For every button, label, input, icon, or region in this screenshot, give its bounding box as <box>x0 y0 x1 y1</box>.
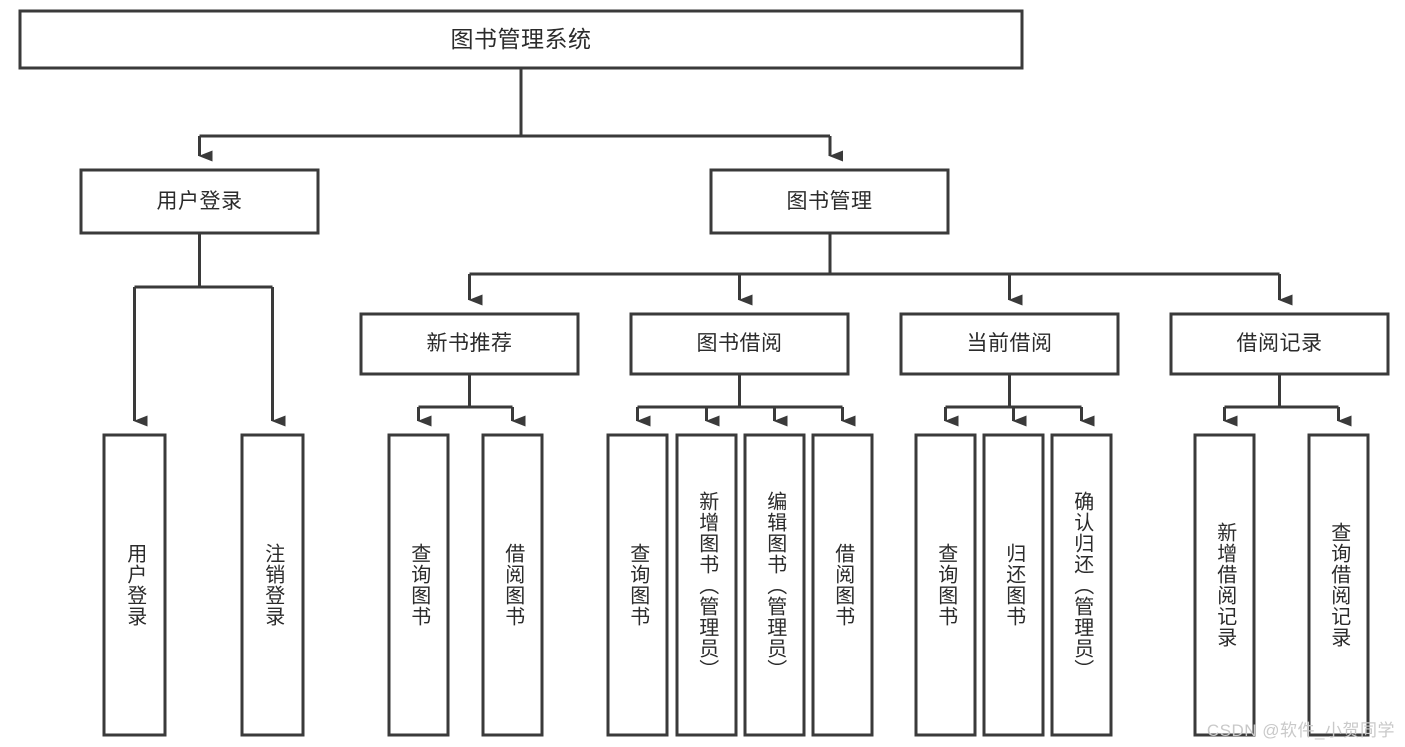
node-box-user-login[interactable] <box>79 168 320 235</box>
node-box-leaf-edit-book[interactable] <box>743 433 806 737</box>
node-box-leaf-add-book[interactable] <box>675 433 738 737</box>
node-box-leaf-confirm-return[interactable] <box>1050 433 1113 737</box>
node-box-leaf-user-login[interactable] <box>102 433 167 737</box>
node-box-leaf-user-logout[interactable] <box>240 433 305 737</box>
node-box-borrow-record[interactable] <box>1169 312 1390 376</box>
connector-lines <box>133 68 1352 427</box>
node-box-leaf-return-book[interactable] <box>982 433 1045 737</box>
node-box-leaf-query-borrow-record[interactable] <box>1307 433 1370 737</box>
node-boxes <box>18 9 1390 737</box>
node-box-root[interactable] <box>18 9 1024 70</box>
node-box-book-borrow[interactable] <box>629 312 850 376</box>
node-box-leaf-query-book-borrow[interactable] <box>606 433 669 737</box>
node-box-new-book-recommend[interactable] <box>359 312 580 376</box>
node-box-leaf-query-book-recommend[interactable] <box>387 433 450 737</box>
node-box-leaf-add-borrow-record[interactable] <box>1193 433 1256 737</box>
node-box-leaf-borrow-book[interactable] <box>811 433 874 737</box>
node-box-current-borrow[interactable] <box>899 312 1120 376</box>
node-box-book-management[interactable] <box>709 168 950 235</box>
node-box-leaf-borrow-book-recommend[interactable] <box>481 433 544 737</box>
node-box-leaf-query-book-current[interactable] <box>914 433 977 737</box>
